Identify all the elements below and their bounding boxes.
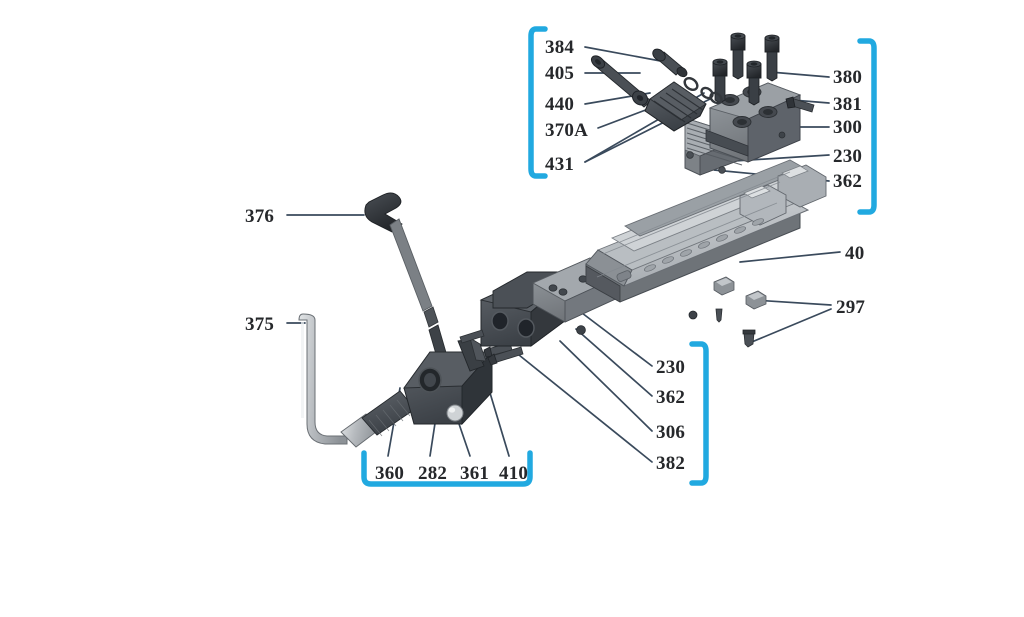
part-440-thrust-washer <box>631 90 649 106</box>
part-label-440[interactable]: 440 <box>545 94 575 115</box>
part-label-370a[interactable]: 370A <box>545 120 589 141</box>
part-label-40[interactable]: 40 <box>845 243 865 264</box>
part-label-375[interactable]: 375 <box>245 314 275 335</box>
part-label-380[interactable]: 380 <box>833 67 863 88</box>
part-label-410[interactable]: 410 <box>499 463 529 484</box>
bracket-bottom-center <box>361 450 533 487</box>
part-label-282[interactable]: 282 <box>418 463 448 484</box>
part-label-297[interactable]: 297 <box>836 297 866 318</box>
leader-306 <box>559 340 653 432</box>
part-label-362-bottom[interactable]: 362 <box>656 387 686 408</box>
leader-230-bottom <box>581 312 653 367</box>
part-label-300[interactable]: 300 <box>833 117 863 138</box>
leader-40 <box>739 251 841 263</box>
leader-382 <box>518 354 653 463</box>
part-370A-nut-block <box>644 81 707 132</box>
part-376-t-handle <box>364 192 448 362</box>
part-40-main-rail <box>584 159 827 303</box>
part-375-crank-rod <box>298 313 348 445</box>
part-label-362-top[interactable]: 362 <box>833 171 863 192</box>
part-380-cap-screws <box>712 32 780 106</box>
part-label-431[interactable]: 431 <box>545 154 575 175</box>
leader-384 <box>584 46 667 63</box>
part-moving-jaw-assembly <box>340 337 513 448</box>
part-label-361[interactable]: 361 <box>460 463 490 484</box>
part-label-306[interactable]: 306 <box>656 422 686 443</box>
part-label-405[interactable]: 405 <box>545 63 575 84</box>
group-brackets <box>361 26 877 487</box>
bracket-lower-right <box>689 341 709 486</box>
part-label-381[interactable]: 381 <box>833 94 863 115</box>
leader-362-bottom <box>575 328 653 397</box>
part-label-382[interactable]: 382 <box>656 453 686 474</box>
bracket-top-right <box>857 38 877 215</box>
part-384-screw-end-cap <box>652 48 688 78</box>
leader-380 <box>769 71 830 78</box>
bracket-top-left <box>528 26 548 179</box>
part-label-376[interactable]: 376 <box>245 206 275 227</box>
part-label-360[interactable]: 360 <box>375 463 405 484</box>
part-381-set-screw <box>785 96 815 113</box>
leader-297b <box>746 308 832 345</box>
part-431-retaining-rings <box>683 76 723 105</box>
small-hardware-parts <box>688 276 767 348</box>
part-label-384[interactable]: 384 <box>545 37 575 58</box>
part-label-230-top[interactable]: 230 <box>833 146 863 167</box>
part-label-230-bottom[interactable]: 230 <box>656 357 686 378</box>
